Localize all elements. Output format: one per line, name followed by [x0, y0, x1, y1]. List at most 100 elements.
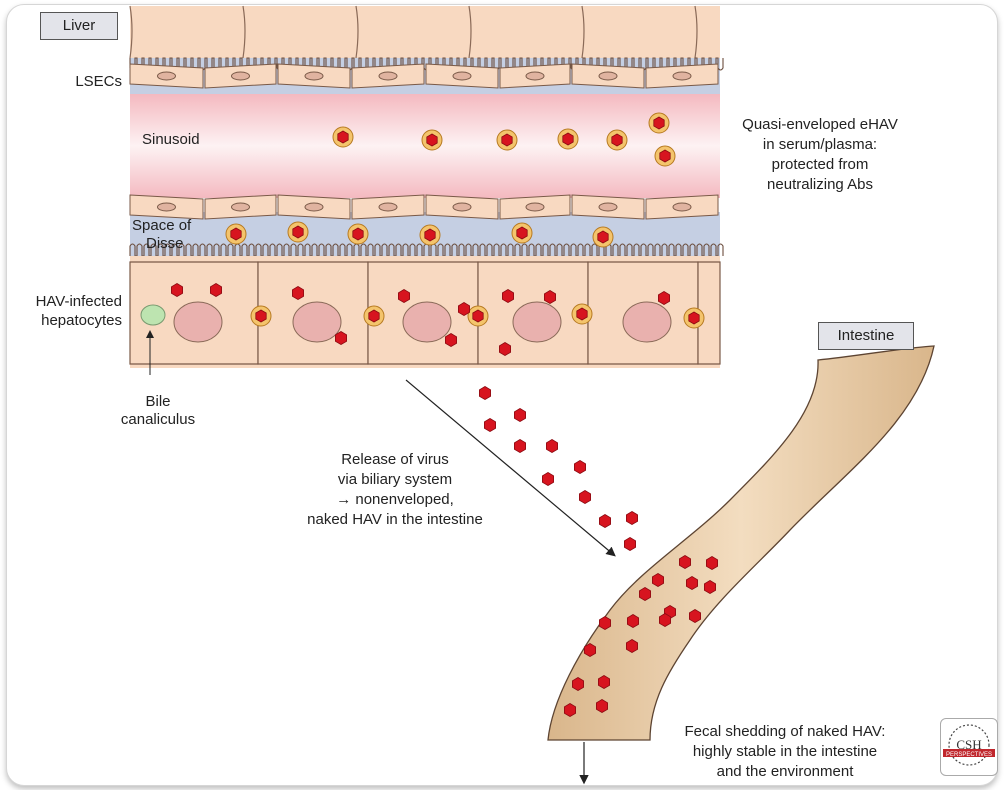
naked-hav-virion	[689, 610, 700, 623]
lsec-nucleus	[599, 72, 617, 80]
naked-hav-virion	[584, 644, 595, 657]
ehav-capsid	[660, 150, 670, 162]
lsec-nucleus	[232, 72, 250, 80]
ehav-capsid	[654, 117, 664, 129]
naked-hav-virion	[544, 291, 555, 304]
lsec-nucleus	[158, 72, 176, 80]
upper-hepatocytes	[130, 6, 720, 58]
bile-canaliculus	[141, 305, 165, 325]
lsec-row-upper	[130, 64, 718, 88]
naked-hav-virion	[574, 461, 585, 474]
ehav-capsid	[517, 227, 527, 239]
naked-hav-virion	[579, 491, 590, 504]
ehav-capsid	[231, 228, 241, 240]
hepatocyte-row	[130, 256, 720, 368]
space-of-disse-label-1: Space of	[132, 216, 191, 236]
hepatocyte-nucleus	[403, 302, 451, 342]
lsec-nucleus	[232, 203, 250, 211]
naked-hav-virion	[479, 387, 490, 400]
hepatocyte-nucleus	[513, 302, 561, 342]
naked-hav-virion	[546, 440, 557, 453]
lsec-nucleus	[158, 203, 176, 211]
fecal-label-2: highly stable in the intestine	[640, 742, 930, 762]
naked-hav-virion	[598, 676, 609, 689]
lsec-nucleus	[305, 72, 323, 80]
ehav-capsid	[473, 310, 483, 322]
lsecs-label: LSECs	[50, 72, 122, 92]
naked-hav-virion	[686, 577, 697, 590]
naked-hav-virion	[210, 284, 221, 297]
ehav-capsid	[577, 308, 587, 320]
lsec-nucleus	[379, 72, 397, 80]
lsec-nucleus	[379, 203, 397, 211]
naked-hav-virion	[599, 617, 610, 630]
naked-hav-virion	[652, 574, 663, 587]
lsec-nucleus	[453, 203, 471, 211]
naked-hav-virion	[564, 704, 575, 717]
naked-hav-virion	[171, 284, 182, 297]
lsec-nucleus	[526, 203, 544, 211]
csh-logo-icon: CSH PERSPECTIVES	[941, 719, 997, 775]
naked-hav-virion	[596, 700, 607, 713]
naked-hav-virion	[514, 440, 525, 453]
ehav-capsid	[293, 226, 303, 238]
naked-hav-virion	[706, 557, 717, 570]
hav-infected-label-2: hepatocytes	[2, 311, 122, 331]
ehav-capsid	[256, 310, 266, 322]
quasi-label-3: protected from	[720, 155, 920, 175]
liver-label: Liver	[40, 12, 118, 40]
ehav-capsid	[338, 131, 348, 143]
fecal-label-3: and the environment	[640, 762, 930, 782]
naked-hav-virion	[659, 614, 670, 627]
lsec-row-lower	[130, 195, 718, 219]
intestine-label: Intestine	[818, 322, 914, 350]
csh-perspectives-logo: CSH PERSPECTIVES	[940, 718, 998, 776]
lsec-nucleus	[673, 72, 691, 80]
naked-hav-virion	[679, 556, 690, 569]
naked-hav-virion	[704, 581, 715, 594]
csh-logo-subtext: PERSPECTIVES	[946, 752, 992, 758]
naked-hav-virion	[599, 515, 610, 528]
space-of-disse-label-2: Disse	[146, 234, 184, 254]
bile-label-2: canaliculus	[100, 410, 216, 430]
release-label-4: naked HAV in the intestine	[290, 510, 500, 530]
naked-hav-virion	[572, 678, 583, 691]
hepatocyte-nucleus	[293, 302, 341, 342]
ehav-capsid	[563, 133, 573, 145]
hav-infected-label-1: HAV-infected	[2, 292, 122, 312]
naked-hav-virion	[626, 512, 637, 525]
quasi-label-1: Quasi-enveloped eHAV	[720, 115, 920, 135]
bile-label-1: Bile	[110, 392, 206, 412]
lsec-nucleus	[526, 72, 544, 80]
release-label-3: → nonenveloped,	[290, 490, 500, 510]
ehav-capsid	[425, 229, 435, 241]
ehav-capsid	[427, 134, 437, 146]
naked-hav-virion	[484, 419, 495, 432]
naked-hav-virion	[627, 615, 638, 628]
naked-hav-virion	[514, 409, 525, 422]
naked-hav-virion	[502, 290, 513, 303]
ehav-capsid	[353, 228, 363, 240]
lsec-nucleus	[599, 203, 617, 211]
hepatocyte-nucleus	[174, 302, 222, 342]
hepatocyte-nucleus	[623, 302, 671, 342]
fecal-label-1: Fecal shedding of naked HAV:	[640, 722, 930, 742]
naked-hav-virion	[626, 640, 637, 653]
naked-hav-virion	[335, 332, 346, 345]
naked-hav-virion	[658, 292, 669, 305]
lsec-nucleus	[673, 203, 691, 211]
naked-hav-virion	[624, 538, 635, 551]
naked-hav-virion	[292, 287, 303, 300]
lsec-nucleus	[453, 72, 471, 80]
ehav-capsid	[598, 231, 608, 243]
naked-hav-virion	[542, 473, 553, 486]
ehav-capsid	[369, 310, 379, 322]
release-label-2: via biliary system	[290, 470, 500, 490]
naked-hav-virion	[445, 334, 456, 347]
naked-hav-virion	[499, 343, 510, 356]
naked-hav-virion	[458, 303, 469, 316]
naked-hav-virion	[639, 588, 650, 601]
lsec-nucleus	[305, 203, 323, 211]
quasi-label-4: neutralizing Abs	[720, 175, 920, 195]
ehav-capsid	[612, 134, 622, 146]
